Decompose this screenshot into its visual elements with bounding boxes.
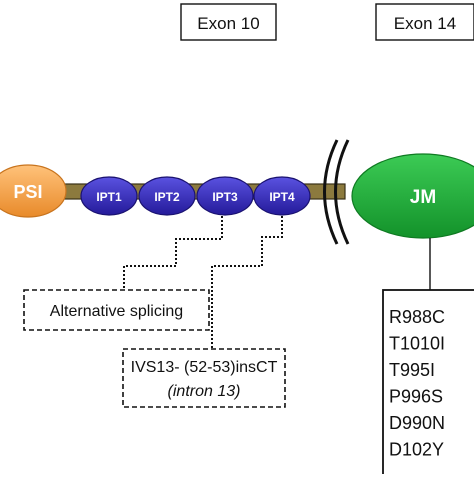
- mutation-list: R988C T1010I T995I P996S D990N D102Y: [389, 307, 445, 460]
- ivs13-line2: (intron 13): [168, 383, 241, 400]
- ipt2-label: IPT2: [154, 190, 180, 204]
- exon14-box: Exon 14: [375, 3, 474, 41]
- ivs13-line1: IVS13- (52-53)insCT: [131, 359, 278, 376]
- alternative-splicing-box: Alternative splicing: [23, 289, 210, 331]
- membrane-arc-inner: [334, 139, 350, 245]
- mutation-item: T995I: [389, 360, 435, 380]
- exon10-label: Exon 10: [197, 14, 259, 33]
- mutation-item: T1010I: [389, 334, 445, 354]
- psi-label: PSI: [13, 182, 42, 202]
- membrane-arc-outer: [323, 139, 339, 245]
- ipt2-domain: IPT2: [138, 176, 196, 216]
- ipt4-domain: IPT4: [253, 176, 311, 216]
- mutation-item: D990N: [389, 413, 445, 433]
- mutation-item: D102Y: [389, 440, 444, 460]
- mutations-box: R988C T1010I T995I P996S D990N D102Y: [382, 289, 474, 477]
- exon14-label: Exon 14: [394, 14, 456, 33]
- jm-label: JM: [410, 187, 436, 208]
- ipt3-label: IPT3: [212, 190, 238, 204]
- mutation-item: P996S: [389, 387, 443, 407]
- mutation-item: R988C: [389, 307, 445, 327]
- ipt1-domain: IPT1: [80, 176, 138, 216]
- jm-domain: JM: [351, 153, 474, 239]
- connector-ivs13: [211, 216, 283, 348]
- ivs13-box: IVS13- (52-53)insCT (intron 13): [122, 348, 286, 408]
- connector-alternative-splicing: [123, 216, 223, 289]
- psi-domain: PSI: [0, 164, 67, 218]
- exon10-box: Exon 10: [180, 3, 277, 41]
- ipt3-domain: IPT3: [196, 176, 254, 216]
- ipt1-label: IPT1: [96, 190, 122, 204]
- alternative-splicing-label: Alternative splicing: [50, 303, 183, 320]
- ipt4-label: IPT4: [269, 190, 295, 204]
